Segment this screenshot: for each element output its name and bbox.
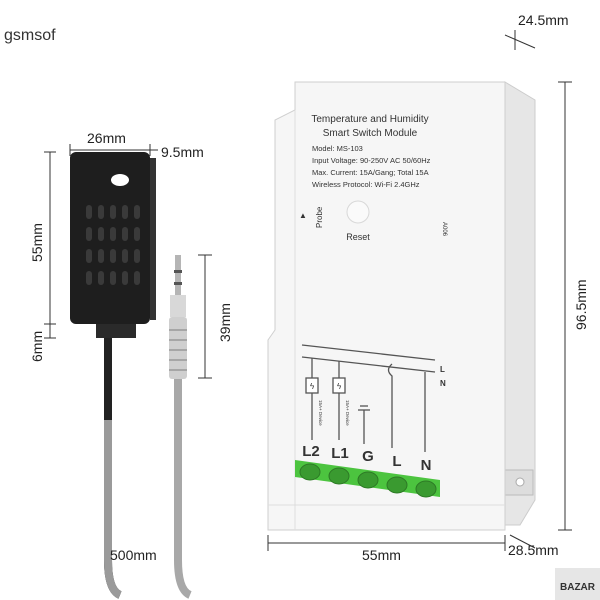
sensor-neck-label: 6mm xyxy=(29,331,45,362)
terminal-screw-n[interactable] xyxy=(415,480,437,498)
terminal-label-n: N xyxy=(421,457,432,474)
module-width-label: 55mm xyxy=(362,547,401,563)
fuse-icon: ϟ xyxy=(337,382,342,391)
device-label-l2: 15A+ Device xyxy=(318,400,323,426)
corner-logo-text: BAZAR xyxy=(560,582,596,593)
terminal-label-l: L xyxy=(392,453,401,470)
side-code: A006 xyxy=(441,222,447,237)
terminal-screw-l1[interactable] xyxy=(328,467,350,485)
device-label-l1: 15A+ Device xyxy=(345,400,350,426)
smart-switch-module xyxy=(267,81,536,531)
terminal-screw-l[interactable] xyxy=(386,476,408,494)
reset-label: Reset xyxy=(346,232,370,242)
module-model: Model: MS-103 xyxy=(312,144,363,153)
sensor-depth-label: 9.5mm xyxy=(161,144,204,160)
corner-logo xyxy=(555,568,600,600)
module-input-voltage: Input Voltage: 90-250V AC 50/60Hz xyxy=(312,156,431,165)
terminal-screw-g[interactable] xyxy=(357,471,379,489)
fuse-icon: ϟ xyxy=(310,382,315,391)
sensor-height-label: 55mm xyxy=(29,223,45,262)
module-depth-top-label: 24.5mm xyxy=(518,12,569,28)
wiring-diagram xyxy=(301,344,436,452)
plug-length-label: 39mm xyxy=(217,303,233,342)
terminal-label-l2: L2 xyxy=(302,443,320,460)
watermark: gsmsof xyxy=(4,27,56,44)
terminal-block: L2 L1 G L N xyxy=(295,443,440,498)
hang-hole-icon xyxy=(111,174,129,186)
humidity-sensor-probe xyxy=(70,152,156,599)
terminal-screw-l2[interactable] xyxy=(299,463,321,481)
terminal-label-g: G xyxy=(362,448,374,465)
sensor-width-label: 26mm xyxy=(87,130,126,146)
probe-arrow-icon: ▲ xyxy=(299,211,307,220)
bus-n-label: N xyxy=(440,379,446,388)
module-title-line1: Temperature and Humidity xyxy=(311,114,428,125)
module-depth-bottom-label: 28.5mm xyxy=(508,542,559,558)
bus-l-label: L xyxy=(440,365,445,374)
cable-length-label: 500mm xyxy=(110,547,157,563)
module-wireless: Wireless Protocol: Wi-Fi 2.4GHz xyxy=(312,180,420,189)
module-max-current: Max. Current: 15A/Gang; Total 15A xyxy=(312,168,429,177)
reset-button[interactable] xyxy=(346,200,370,224)
module-title-line2: Smart Switch Module xyxy=(323,128,418,139)
probe-label: Probe xyxy=(315,206,324,228)
audio-jack-plug xyxy=(169,255,192,599)
terminal-label-l1: L1 xyxy=(331,445,349,462)
module-height-label: 96.5mm xyxy=(573,279,589,330)
